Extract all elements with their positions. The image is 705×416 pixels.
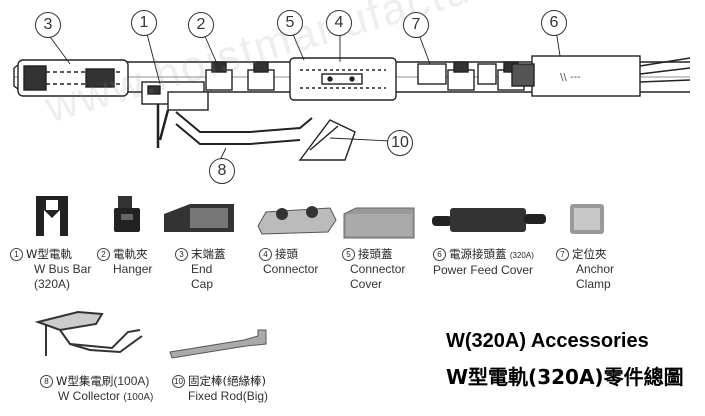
part-en2-3: Cap [191, 277, 214, 291]
part-zh-3: 末端蓋 [191, 247, 226, 261]
part-en2-7: Clamp [576, 277, 611, 291]
part-num-4: 4 [259, 248, 272, 261]
connector-cover-image [343, 207, 415, 239]
part-num-10: 10 [172, 375, 185, 388]
title-chinese: W型電軌(320A)零件總圖 [446, 365, 684, 389]
part-en2-5: Cover [350, 277, 383, 291]
part-en-4: Connector [263, 262, 319, 276]
connector-image [257, 206, 337, 235]
callout-10: 10 [387, 130, 413, 156]
part-zh-1: W型電軌 [26, 247, 72, 261]
callout-2: 2 [188, 12, 214, 38]
callout-8: 8 [209, 158, 235, 184]
part-zh-7: 定位夾 [572, 247, 607, 261]
bus-bar-section-image [36, 196, 68, 236]
part-en-7: Anchor [576, 262, 615, 276]
title-english: W(320A) Accessories [446, 330, 649, 352]
end-cap-image [164, 204, 234, 232]
part-zh-2: 電軌夾 [113, 247, 148, 261]
fixed-rod-image [169, 329, 267, 359]
part-en-6: Power Feed Cover [433, 263, 534, 277]
part-num-8: 8 [40, 375, 53, 388]
part-zh-8: W型集電刷 [56, 374, 114, 388]
part-en-2: Hanger [113, 262, 153, 276]
callout-7: 7 [403, 12, 429, 38]
callout-1: 1 [131, 10, 157, 36]
part-en-5: Connector [350, 262, 406, 276]
callout-5: 5 [277, 10, 303, 36]
part-num-6: 6 [433, 248, 446, 261]
anchor-clamp-image [570, 204, 604, 234]
part-num-1: 1 [10, 248, 23, 261]
hanger-image [114, 196, 140, 232]
part-zh-10: 固定棒(絕緣棒) [188, 374, 266, 388]
part-zh-6: 電源接頭蓋 [449, 247, 507, 261]
part-en-1: W Bus Bar [34, 262, 92, 276]
part-suffix-6: (320A) [509, 251, 534, 260]
power-feed-part [531, 55, 641, 97]
part-en-10: Fixed Rod(Big) [188, 389, 269, 403]
part-num-5: 5 [342, 248, 355, 261]
svg-text:\\ ---: \\ --- [560, 72, 581, 83]
part-en-suffix-8: (100A) [123, 392, 154, 403]
part-num-2: 2 [97, 248, 110, 261]
part-en-3: End [191, 262, 213, 276]
power-feed-image [432, 208, 546, 232]
part-num-7: 7 [556, 248, 569, 261]
callout-6: 6 [541, 10, 567, 36]
part-extra-1: (320A) [34, 277, 71, 291]
callout-4: 4 [326, 10, 352, 36]
collector-image [34, 310, 143, 356]
part-en-8: W Collector [58, 389, 121, 403]
part-num-3: 3 [175, 248, 188, 261]
callout-3: 3 [35, 12, 61, 38]
collector-arm [156, 91, 356, 161]
anchor-clamp-part [417, 63, 447, 85]
part-zh-5: 接頭蓋 [358, 247, 393, 261]
part-suffix-8: (100A) [113, 374, 150, 388]
part-zh-4: 接頭 [275, 247, 298, 261]
